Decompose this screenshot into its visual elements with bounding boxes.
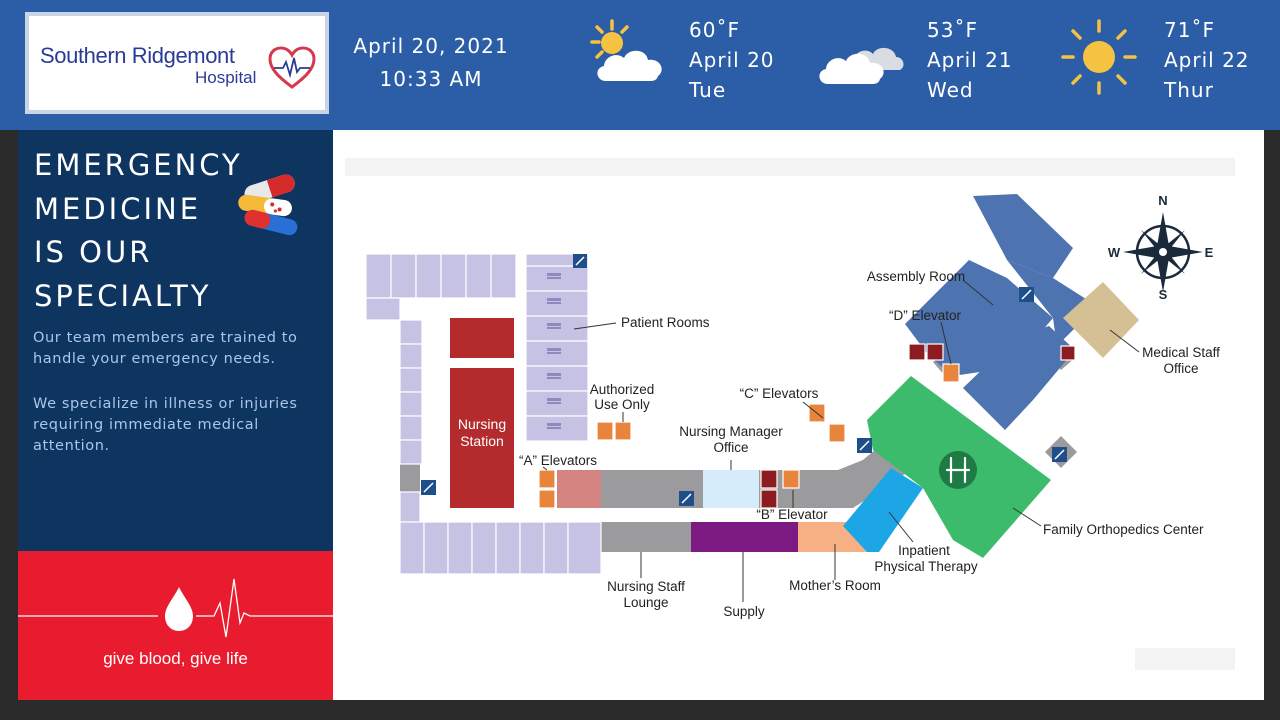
label-authorized: Authorized [590, 382, 655, 397]
leader-lines [542, 279, 1140, 602]
current-time: 10:33 AM [379, 67, 483, 91]
headline-line: SPECIALTY [34, 278, 212, 313]
label-d-elevator: “D” Elevator [889, 308, 962, 323]
label-authorized: Use Only [594, 397, 650, 412]
label-inpatient-pt: Physical Therapy [874, 559, 978, 574]
label-mothers-room: Mother’s Room [789, 578, 881, 593]
stairs-icon [421, 254, 1067, 506]
label-assembly-room: Assembly Room [867, 269, 965, 284]
compass-n: N [1158, 193, 1167, 208]
blood-donation-banner: give blood, give life [18, 551, 333, 700]
label-b-elevator: “B” Elevator [756, 507, 828, 522]
label-nursing-manager: Office [713, 440, 748, 455]
compass-icon [1123, 212, 1203, 292]
label-c-elevators: “C” Elevators [740, 386, 819, 401]
weather-day-1: 60˚F April 20 Tue [689, 15, 775, 105]
inpatient-physical-therapy [843, 468, 923, 552]
label-medical-staff: Medical Staff [1142, 345, 1220, 360]
a-elevator-lobby [557, 470, 601, 508]
current-datetime: April 20, 2021 10:33 AM [336, 30, 526, 96]
supply-room [691, 522, 798, 552]
weather-temp: 53˚F [927, 18, 978, 42]
floor-map-panel: Nursing Station [333, 130, 1264, 700]
current-date: April 20, 2021 [353, 34, 509, 58]
label-inpatient-pt: Inpatient [898, 543, 950, 558]
specialty-panel: EMERGENCY MEDICINE IS OUR SPECIALTY Our … [18, 130, 333, 551]
elevator-icon [538, 363, 960, 509]
label-family-orthopedics: Family Orthopedics Center [1043, 522, 1204, 537]
nursing-manager-office [703, 470, 759, 508]
label-nursing-lounge: Lounge [623, 595, 668, 610]
label-nursing-lounge: Nursing Staff [607, 579, 685, 594]
nursing-station-small [450, 318, 514, 358]
weather-date: April 22 [1164, 48, 1250, 72]
cloud-icon [819, 47, 904, 84]
compass-s: S [1159, 287, 1168, 302]
label-supply: Supply [723, 604, 765, 619]
hospital-logo: Southern Ridgemont Hospital [25, 12, 329, 114]
blood-slogan: give blood, give life [103, 649, 248, 668]
headline-line: MEDICINE [34, 191, 202, 226]
heartbeat-drop-icon [18, 578, 333, 638]
medical-staff-office [1063, 282, 1139, 358]
weather-dayname: Wed [927, 78, 974, 102]
compass-w: W [1108, 245, 1121, 260]
label-a-elevators: “A” Elevators [519, 453, 597, 468]
sun-icon [1061, 19, 1137, 95]
weather-temp: 60˚F [689, 18, 740, 42]
headline-line: EMERGENCY [34, 148, 243, 182]
nursing-station [450, 368, 514, 508]
weather-dayname: Tue [689, 78, 727, 102]
specialty-headline: EMERGENCY MEDICINE IS OUR SPECIALTY [34, 144, 243, 318]
sun-cloud-icon [590, 19, 662, 81]
bed-icon [547, 273, 561, 429]
header-bar: Southern Ridgemont Hospital April 20, 20… [0, 0, 1280, 130]
label-patient-rooms: Patient Rooms [621, 315, 710, 330]
restroom-icon [760, 343, 1076, 509]
compass-e: E [1205, 245, 1214, 260]
logo-name: Southern Ridgemont [40, 43, 235, 68]
weather-temp: 71˚F [1164, 18, 1215, 42]
floor-map: Nursing Station [345, 158, 1235, 670]
weather-day-3: 71˚F April 22 Thur [1164, 15, 1250, 105]
headline-line: IS OUR [34, 235, 153, 269]
weather-day-2: 53˚F April 21 Wed [927, 15, 1013, 105]
logo-subname: Hospital [195, 68, 257, 87]
label-nursing-manager: Nursing Manager [679, 424, 783, 439]
label-medical-staff: Office [1163, 361, 1198, 376]
intro-paragraph: Our team members are trained to handle y… [33, 330, 298, 367]
weather-date: April 21 [927, 48, 1013, 72]
nursing-station-label: Station [460, 433, 504, 449]
nursing-station-label: Nursing [458, 416, 506, 432]
heart-icon [268, 46, 316, 89]
patient-rooms-block [365, 253, 602, 575]
pills-icon [238, 174, 298, 236]
weather-dayname: Thur [1164, 78, 1214, 102]
weather-date: April 20 [689, 48, 775, 72]
specialty-paragraph: We specialize in illness or injuries req… [33, 396, 298, 454]
